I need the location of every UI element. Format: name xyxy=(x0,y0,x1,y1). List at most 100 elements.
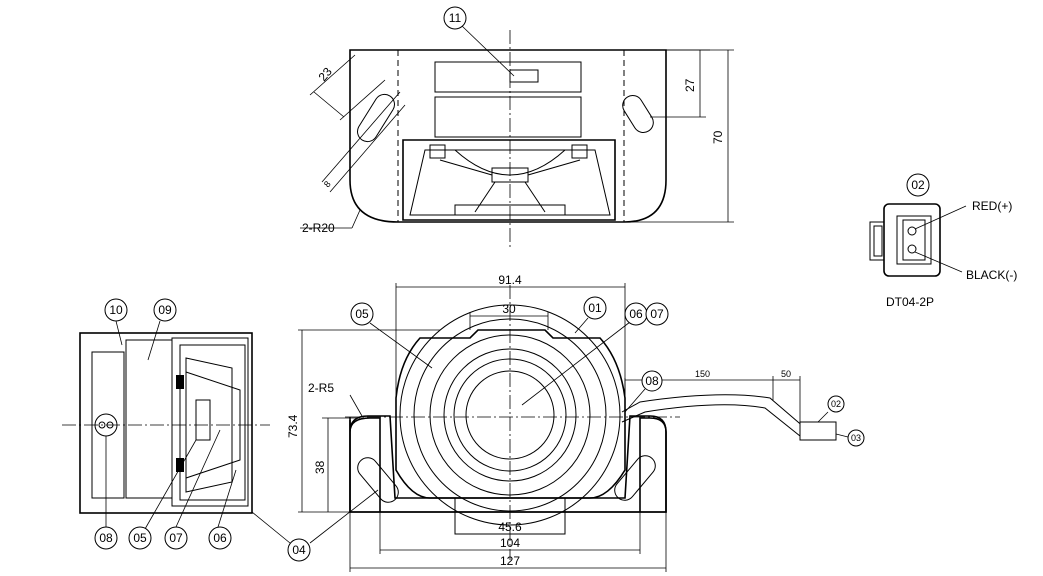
connector-latch-inner xyxy=(873,225,883,257)
connector-pin-black xyxy=(907,244,917,254)
front-ring-2 xyxy=(413,318,607,512)
connector-black-label: BLACK(-) xyxy=(966,268,1017,282)
dim-23-ext-a xyxy=(309,54,356,96)
balloon-05-side xyxy=(128,526,152,550)
dim-734-label: 73.4 xyxy=(286,414,300,438)
connector-housing xyxy=(883,203,941,277)
balloon-02-small-leader xyxy=(817,411,829,423)
dim-27-label: 27 xyxy=(683,78,697,92)
side-voice-coil xyxy=(195,399,211,441)
side-magnet-back xyxy=(91,351,125,499)
connector-red-label: RED(+) xyxy=(972,199,1012,213)
dim-8-line-b xyxy=(329,104,406,193)
balloon-01 xyxy=(583,296,607,320)
side-terminal-pin-a xyxy=(98,421,106,429)
top-basket xyxy=(409,149,611,216)
front-ring-1 xyxy=(399,304,621,526)
dim-38-label: 38 xyxy=(313,460,327,474)
front-dust-cap xyxy=(465,370,555,460)
balloon-02-small xyxy=(827,395,845,413)
top-spoke-d xyxy=(524,181,546,213)
balloon-01-label: 01 xyxy=(588,301,602,315)
balloon-07-side-label: 07 xyxy=(169,531,183,545)
dim-30-label: 30 xyxy=(502,302,516,316)
dim-23-ext-b xyxy=(339,79,386,121)
dim-23-label: 23 xyxy=(316,64,336,83)
dim-50-label: 50 xyxy=(781,369,791,379)
balloon-05-front xyxy=(350,302,374,326)
balloon-06-side-label: 06 xyxy=(213,531,227,545)
side-body-outline xyxy=(79,332,253,514)
balloon-08-front xyxy=(641,370,663,392)
balloon-06-side xyxy=(208,526,232,550)
top-cone xyxy=(454,149,566,176)
balloon-03-leader xyxy=(835,433,849,438)
balloon-09-leader xyxy=(147,320,161,361)
balloon-11-label: 11 xyxy=(449,11,462,25)
top-clip-right xyxy=(571,144,588,159)
dim-104-label: 104 xyxy=(500,536,520,550)
connector-cavity xyxy=(896,215,932,265)
balloon-05-side-label: 05 xyxy=(133,531,147,545)
balloon-01-leader xyxy=(574,317,589,334)
balloon-04-leader-b xyxy=(309,489,379,544)
balloon-0607-leader xyxy=(521,321,631,406)
top-spoke-b xyxy=(527,159,581,176)
balloon-06-front-label: 06 xyxy=(629,307,643,321)
top-clip-left xyxy=(429,144,446,159)
front-slot-right xyxy=(614,455,656,501)
top-mounting-flange xyxy=(349,49,667,223)
balloon-04-leader-a xyxy=(251,511,291,544)
top-slot-right xyxy=(622,95,654,133)
balloon-05-side-leader xyxy=(144,439,197,530)
balloon-07-side-leader xyxy=(175,429,221,528)
side-magnet-front xyxy=(125,339,173,499)
dim-8-label: 8 xyxy=(322,179,333,189)
balloon-07-front-label: 07 xyxy=(650,307,664,321)
dim-r5-label: 2-R5 xyxy=(308,381,334,395)
front-cable-lower xyxy=(621,404,801,437)
dim-127-label: 127 xyxy=(500,554,520,568)
cable-connector xyxy=(799,421,837,441)
front-housing xyxy=(395,329,626,499)
front-ring-4 xyxy=(443,348,577,482)
top-base-rib xyxy=(454,204,566,216)
balloon-05-front-label: 05 xyxy=(355,307,369,321)
front-flange xyxy=(349,415,667,513)
connector-insert xyxy=(902,219,926,261)
balloon-04 xyxy=(287,538,311,562)
front-ring-5 xyxy=(453,358,567,472)
side-clip-top xyxy=(176,375,184,389)
top-magnet-lower xyxy=(434,96,582,138)
front-view: 150 50 91.4 30 73.4 38 2-R5 45.6 104 xyxy=(251,273,865,572)
connector-model-label: DT04-2P xyxy=(886,295,934,309)
balloon-04-label: 04 xyxy=(292,543,306,557)
front-slot-left xyxy=(357,457,399,503)
balloon-10-leader xyxy=(115,320,123,346)
side-view: 10 09 08 05 07 06 xyxy=(62,298,270,550)
balloon-11 xyxy=(443,6,467,30)
dim-r5-leader xyxy=(349,394,363,417)
balloon-06-side-leader xyxy=(217,469,237,528)
side-cone xyxy=(185,371,241,479)
balloon-11-leader xyxy=(461,25,515,77)
red-leader xyxy=(914,205,967,230)
side-clip-bottom xyxy=(176,458,184,472)
balloon-08-side xyxy=(94,526,118,550)
balloon-08-side-label: 08 xyxy=(99,531,113,545)
balloon-08-front-leader xyxy=(624,388,646,413)
balloon-02-small-label: 02 xyxy=(831,399,841,409)
top-slot-left xyxy=(357,93,395,143)
balloon-07-side xyxy=(164,526,188,550)
dim-150-label: 150 xyxy=(695,369,710,379)
dim-r20-leader xyxy=(351,209,361,229)
dim-456-label: 45.6 xyxy=(498,520,522,534)
top-magnet-upper xyxy=(434,61,582,93)
balloon-10 xyxy=(104,298,128,322)
balloon-02-connector-label: 02 xyxy=(911,178,925,192)
side-frame xyxy=(171,337,249,507)
balloon-07-front xyxy=(645,302,669,326)
top-spoke-c xyxy=(474,181,496,213)
balloon-05-front-leader xyxy=(369,322,433,369)
